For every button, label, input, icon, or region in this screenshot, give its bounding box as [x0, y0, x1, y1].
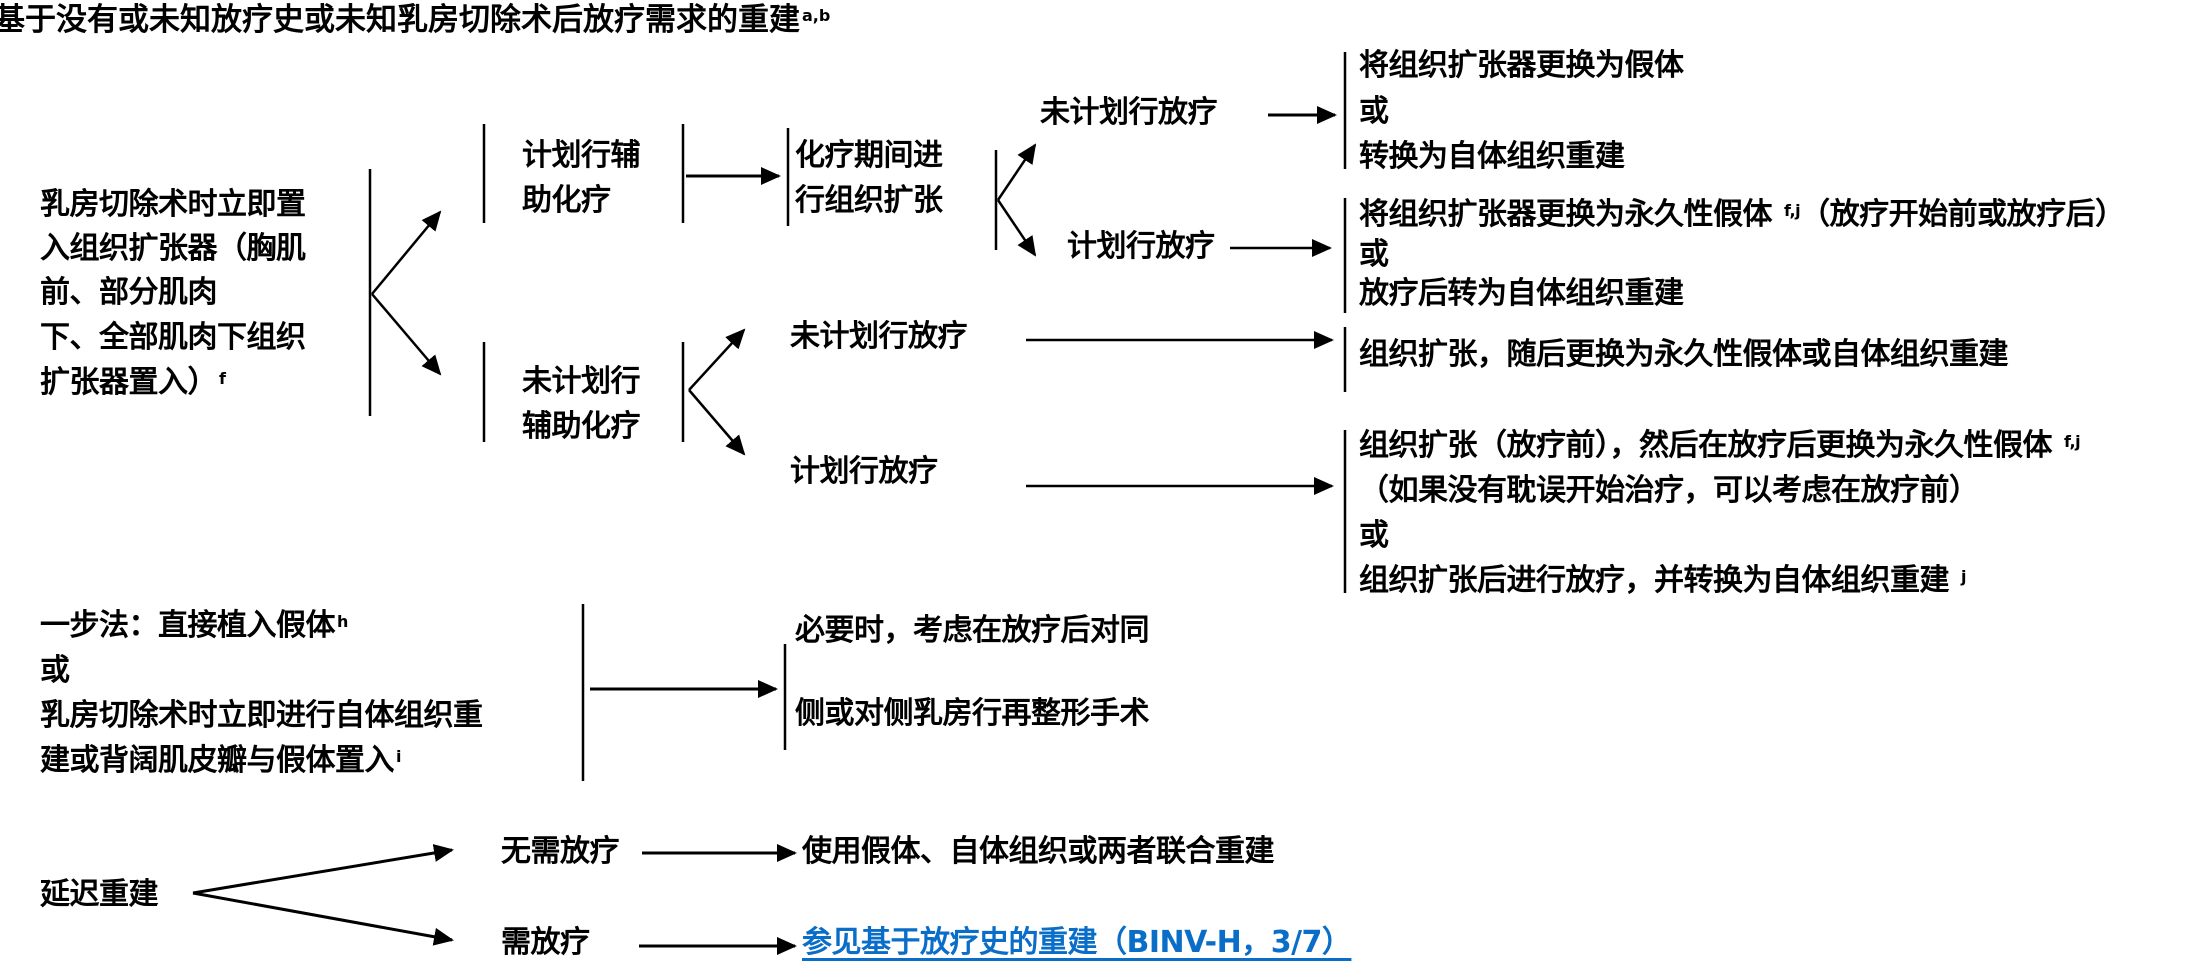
node-line: 助化疗 [522, 183, 611, 218]
binv-h-link[interactable]: 参见基于放疗史的重建（BINV-H，3/7） [802, 925, 1352, 960]
branch-b-rt: 计划行放疗 [790, 454, 938, 489]
outcome-line: 组织扩张（放疗前），然后在放疗后更换为永久性假体 f,j [1359, 428, 2081, 463]
delayed-rt: 需放疗 [501, 925, 590, 960]
arrow-to-chemo-planned [371, 210, 442, 295]
node-line: 行组织扩张 [795, 183, 943, 218]
node-line: 入组织扩张器（胸肌 [40, 231, 306, 266]
node-line: 化疗期间进 [795, 138, 943, 173]
outcome-line: 必要时，考虑在放疗后对同 [795, 613, 1150, 648]
outcome-line: 将组织扩张器更换为假体 [1359, 48, 1684, 83]
outcome-line: 或 [1359, 518, 1389, 553]
outcome-line: 将组织扩张器更换为永久性假体 f,j（放疗开始前或放疗后） [1359, 197, 2125, 232]
arrow-to-chemo-not-planned [371, 293, 442, 376]
outcome-line: 转换为自体组织重建 [1359, 139, 1625, 174]
node-line: 前、部分肌肉 [40, 275, 218, 310]
branch-b-no-rt: 未计划行放疗 [790, 319, 968, 354]
outcome-line: （如果没有耽误开始治疗，可以考虑在放疗前） [1359, 473, 1979, 508]
outcome-line: 组织扩张后进行放疗，并转换为自体组织重建 j [1359, 563, 1966, 598]
outcome-b-no-rt: 组织扩张，随后更换为永久性假体或自体组织重建 [1359, 337, 2009, 372]
node-line: 扩张器置入）f [40, 365, 226, 400]
outcome-line: 或 [1359, 94, 1389, 129]
delayed-no-rt: 无需放疗 [501, 834, 620, 869]
node-line: 未计划行 [522, 364, 641, 399]
node-line: 乳房切除术时立即置 [40, 187, 306, 222]
branch-a-rt: 计划行放疗 [1067, 229, 1215, 264]
delayed-no-rt-outcome: 使用假体、自体组织或两者联合重建 [802, 834, 1275, 869]
node-line: 计划行辅 [522, 138, 641, 173]
branch-a-no-rt: 未计划行放疗 [1040, 95, 1218, 130]
delayed-node: 延迟重建 [40, 877, 159, 912]
node-line: 下、全部肌肉下组织 [40, 320, 306, 355]
node-line: 或 [40, 653, 70, 688]
node-line: 辅助化疗 [522, 409, 641, 444]
outcome-line: 或 [1359, 237, 1389, 272]
outcome-line: 侧或对侧乳房行再整形手术 [795, 696, 1150, 731]
outcome-line: 放疗后转为自体组织重建 [1359, 276, 1684, 311]
node-line: 乳房切除术时立即进行自体组织重 [40, 698, 483, 733]
